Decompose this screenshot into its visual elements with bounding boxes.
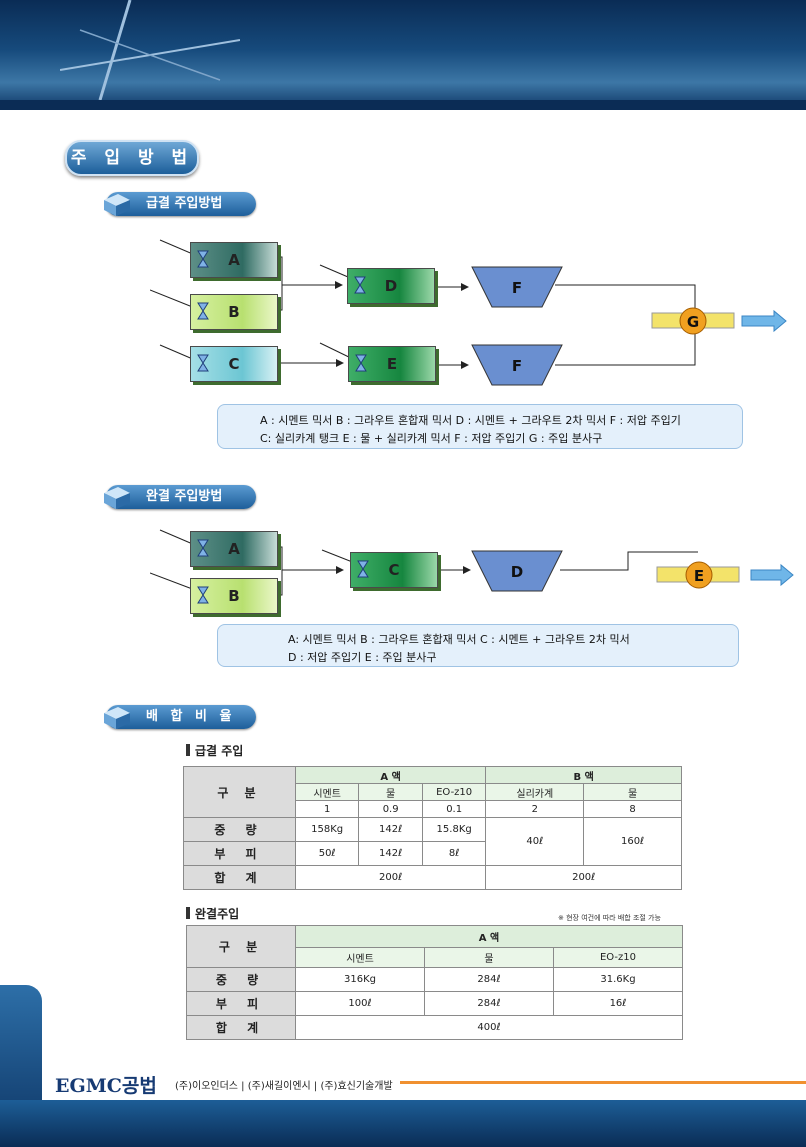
hourglass-icon xyxy=(357,560,369,578)
table2-cell: 316Kg xyxy=(295,967,425,992)
rapid-pump-f2: F xyxy=(471,344,563,386)
table1-ratio: 0.9 xyxy=(358,800,423,818)
table2-row-label: 중 량 xyxy=(186,967,296,992)
hourglass-icon xyxy=(197,302,209,320)
table2-group-a: A 액 xyxy=(295,925,683,948)
table1-cell: 50ℓ xyxy=(294,841,360,866)
table1-group-b: B 액 xyxy=(485,766,682,784)
table2-note: ※ 현장 여건에 따라 배합 조절 가능 xyxy=(558,914,661,922)
complete-legend-line-2: D : 저압 주입기 E : 주입 분사구 xyxy=(288,651,437,664)
rapid-section-title: 급결 주입방법 xyxy=(104,192,256,216)
complete-legend: A: 시멘트 믹서 B : 그라우트 혼합재 믹서 C : 시멘트 + 그라우트… xyxy=(217,624,739,667)
table2-col: EO-z10 xyxy=(553,947,683,968)
table2-cell: 284ℓ xyxy=(424,991,554,1016)
table1-ratio: 0.1 xyxy=(421,800,487,818)
table1-cell: 8ℓ xyxy=(421,841,487,866)
table1-row-label: 중 량 xyxy=(183,817,296,842)
table2-col: 시멘트 xyxy=(295,947,425,968)
table1-ratio: 8 xyxy=(583,800,682,818)
table1-cell: 160ℓ xyxy=(583,817,682,866)
table1: 구 분 A 액 B 액 시멘트 물 EO-z10 실리카계 물 1 0.9 0.… xyxy=(183,766,682,890)
hourglass-icon xyxy=(197,539,209,557)
complete-box-b: B xyxy=(190,578,278,614)
table1-header-label: 구 분 xyxy=(183,766,296,818)
table1-cell: 40ℓ xyxy=(485,817,585,866)
table1-col: 시멘트 xyxy=(294,783,360,801)
table2-cell: 31.6Kg xyxy=(553,967,683,992)
table1-row-label: 합 계 xyxy=(183,865,296,890)
table1-total: 200ℓ xyxy=(294,865,487,890)
complete-box-a: A xyxy=(190,531,278,567)
rapid-nozzle-g: G xyxy=(651,307,787,335)
table1-cell: 142ℓ xyxy=(358,841,423,866)
table1-ratio: 2 xyxy=(485,800,585,818)
rapid-section-label: 급결 주입방법 xyxy=(146,196,223,211)
table1-col: 물 xyxy=(583,783,682,801)
table2-cell: 16ℓ xyxy=(553,991,683,1016)
complete-section-label: 완결 주입방법 xyxy=(146,489,223,504)
mix-section-label: 배 합 비 율 xyxy=(146,709,236,724)
rapid-box-c: C xyxy=(190,346,278,382)
table1-group-a: A 액 xyxy=(294,766,487,784)
rapid-legend-line-2: C: 실리카계 탱크 E : 물 + 실리카계 믹서 F : 저압 주입기 G … xyxy=(260,432,603,445)
table1-title: 급결 주입 xyxy=(186,742,243,759)
mix-section-title: 배 합 비 율 xyxy=(104,705,256,729)
svg-text:G: G xyxy=(687,313,699,331)
rapid-box-d: D xyxy=(347,268,435,304)
hourglass-icon xyxy=(354,276,366,294)
cube-icon xyxy=(104,487,130,509)
table1-row-label: 부 피 xyxy=(183,841,296,866)
footer-accent-line xyxy=(400,1081,806,1084)
hourglass-icon xyxy=(197,250,209,268)
rapid-legend-line-1: A : 시멘트 믹서 B : 그라우트 혼합재 믹서 D : 시멘트 + 그라우… xyxy=(260,414,681,427)
table2-cell: 100ℓ xyxy=(295,991,425,1016)
table2-title: 완결주입 xyxy=(186,905,239,922)
svg-text:D: D xyxy=(511,563,523,581)
main-title: 주 입 방 법 xyxy=(65,140,199,176)
cube-icon xyxy=(104,707,130,729)
table2-header-label: 구 분 xyxy=(186,925,296,968)
svg-text:F: F xyxy=(512,357,522,375)
table2-cell: 284ℓ xyxy=(424,967,554,992)
table1-cell: 15.8Kg xyxy=(421,817,487,842)
table2-row-label: 합 계 xyxy=(186,1015,296,1040)
footer-companies: (주)이오인더스 | (주)새길이엔시 | (주)효신기술개발 xyxy=(175,1081,393,1092)
table1-cell: 158Kg xyxy=(294,817,360,842)
complete-nozzle-e: E xyxy=(656,561,794,589)
rapid-box-e: E xyxy=(348,346,436,382)
footer-logo: EGMC공법 xyxy=(55,1075,157,1097)
hourglass-icon xyxy=(197,354,209,372)
rapid-pump-f1: F xyxy=(471,266,563,308)
crane-graphic xyxy=(60,0,240,100)
table1-col: 물 xyxy=(358,783,423,801)
complete-legend-line-1: A: 시멘트 믹서 B : 그라우트 혼합재 믹서 C : 시멘트 + 그라우트… xyxy=(288,633,630,646)
hourglass-icon xyxy=(355,354,367,372)
svg-text:E: E xyxy=(694,567,704,585)
rapid-box-a: A xyxy=(190,242,278,278)
table2: 구 분 A 액 시멘트 물 EO-z10 중 량 316Kg 284ℓ 31.6… xyxy=(186,925,683,1040)
complete-pump-d: D xyxy=(471,550,563,592)
rapid-diagram-lines xyxy=(150,239,696,369)
hourglass-icon xyxy=(197,586,209,604)
table1-cell: 142ℓ xyxy=(358,817,423,842)
table2-col: 물 xyxy=(424,947,554,968)
table2-total: 400ℓ xyxy=(295,1015,683,1040)
footer-band xyxy=(0,1100,806,1147)
table1-col: 실리카계 xyxy=(485,783,585,801)
complete-section-title: 완결 주입방법 xyxy=(104,485,256,509)
table1-ratio: 1 xyxy=(294,800,360,818)
table1-col: EO-z10 xyxy=(421,783,487,801)
rapid-box-b: B xyxy=(190,294,278,330)
complete-box-c: C xyxy=(350,552,438,588)
rapid-legend: A : 시멘트 믹서 B : 그라우트 혼합재 믹서 D : 시멘트 + 그라우… xyxy=(217,404,743,449)
table1-total: 200ℓ xyxy=(485,865,682,890)
cube-icon xyxy=(104,194,130,216)
header-banner xyxy=(0,0,806,110)
table2-row-label: 부 피 xyxy=(186,991,296,1016)
svg-text:F: F xyxy=(512,279,522,297)
